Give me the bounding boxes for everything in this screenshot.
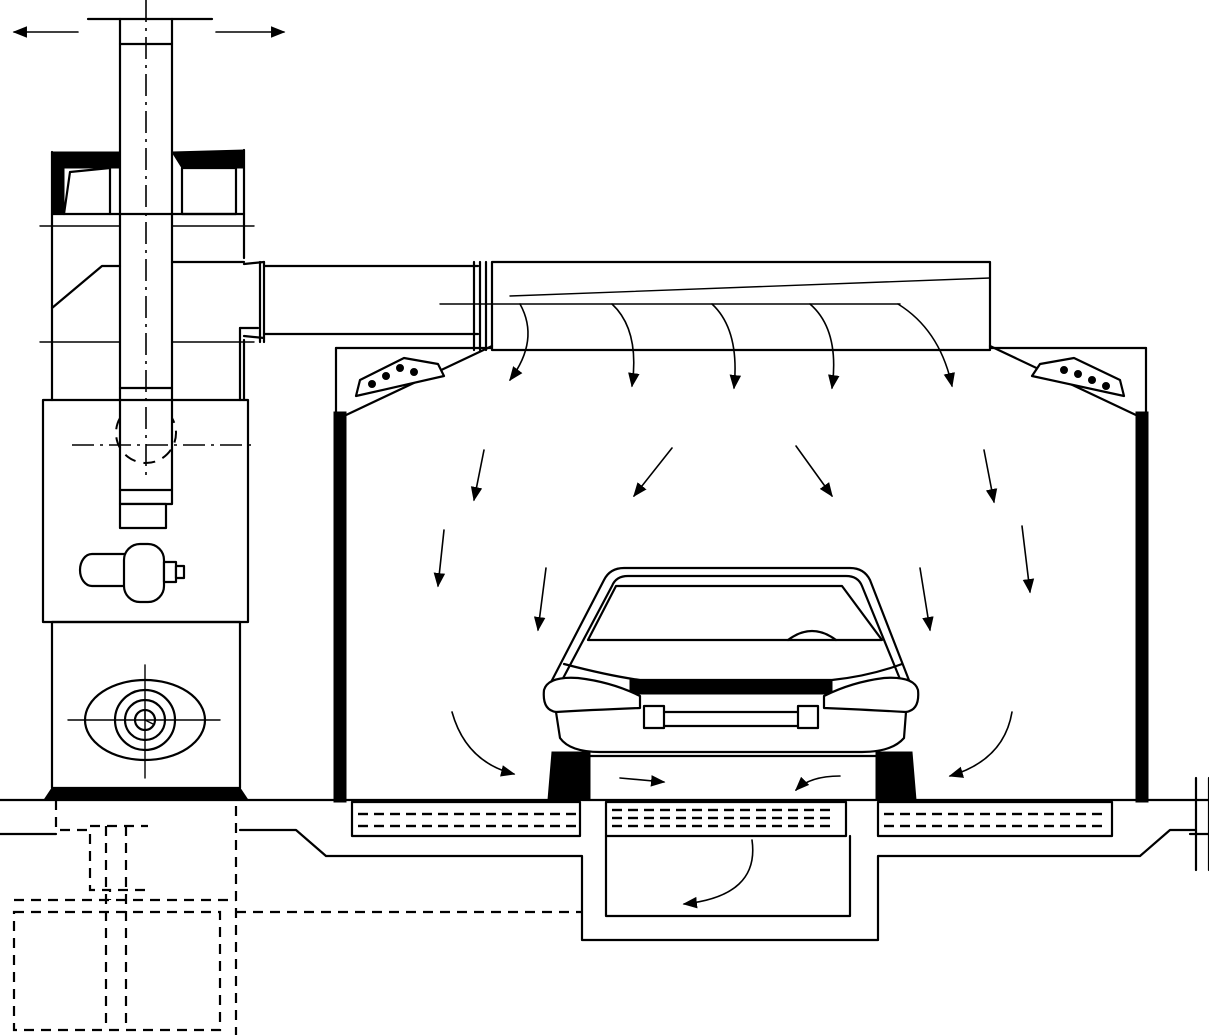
airflow-arrow-icon xyxy=(433,303,1035,909)
booth-enclosure xyxy=(333,344,1149,803)
water-trough-lines xyxy=(358,808,1102,828)
air-supply-unit xyxy=(39,148,255,624)
floor-structure xyxy=(0,776,1209,1035)
fan-motor-icon xyxy=(78,542,186,604)
burner-icon xyxy=(43,620,249,801)
right-light-fixture-icon xyxy=(1030,356,1126,398)
car-icon xyxy=(542,566,920,801)
supply-duct xyxy=(238,260,488,402)
left-light-fixture-icon xyxy=(354,356,446,398)
booth-plenum xyxy=(439,260,992,352)
